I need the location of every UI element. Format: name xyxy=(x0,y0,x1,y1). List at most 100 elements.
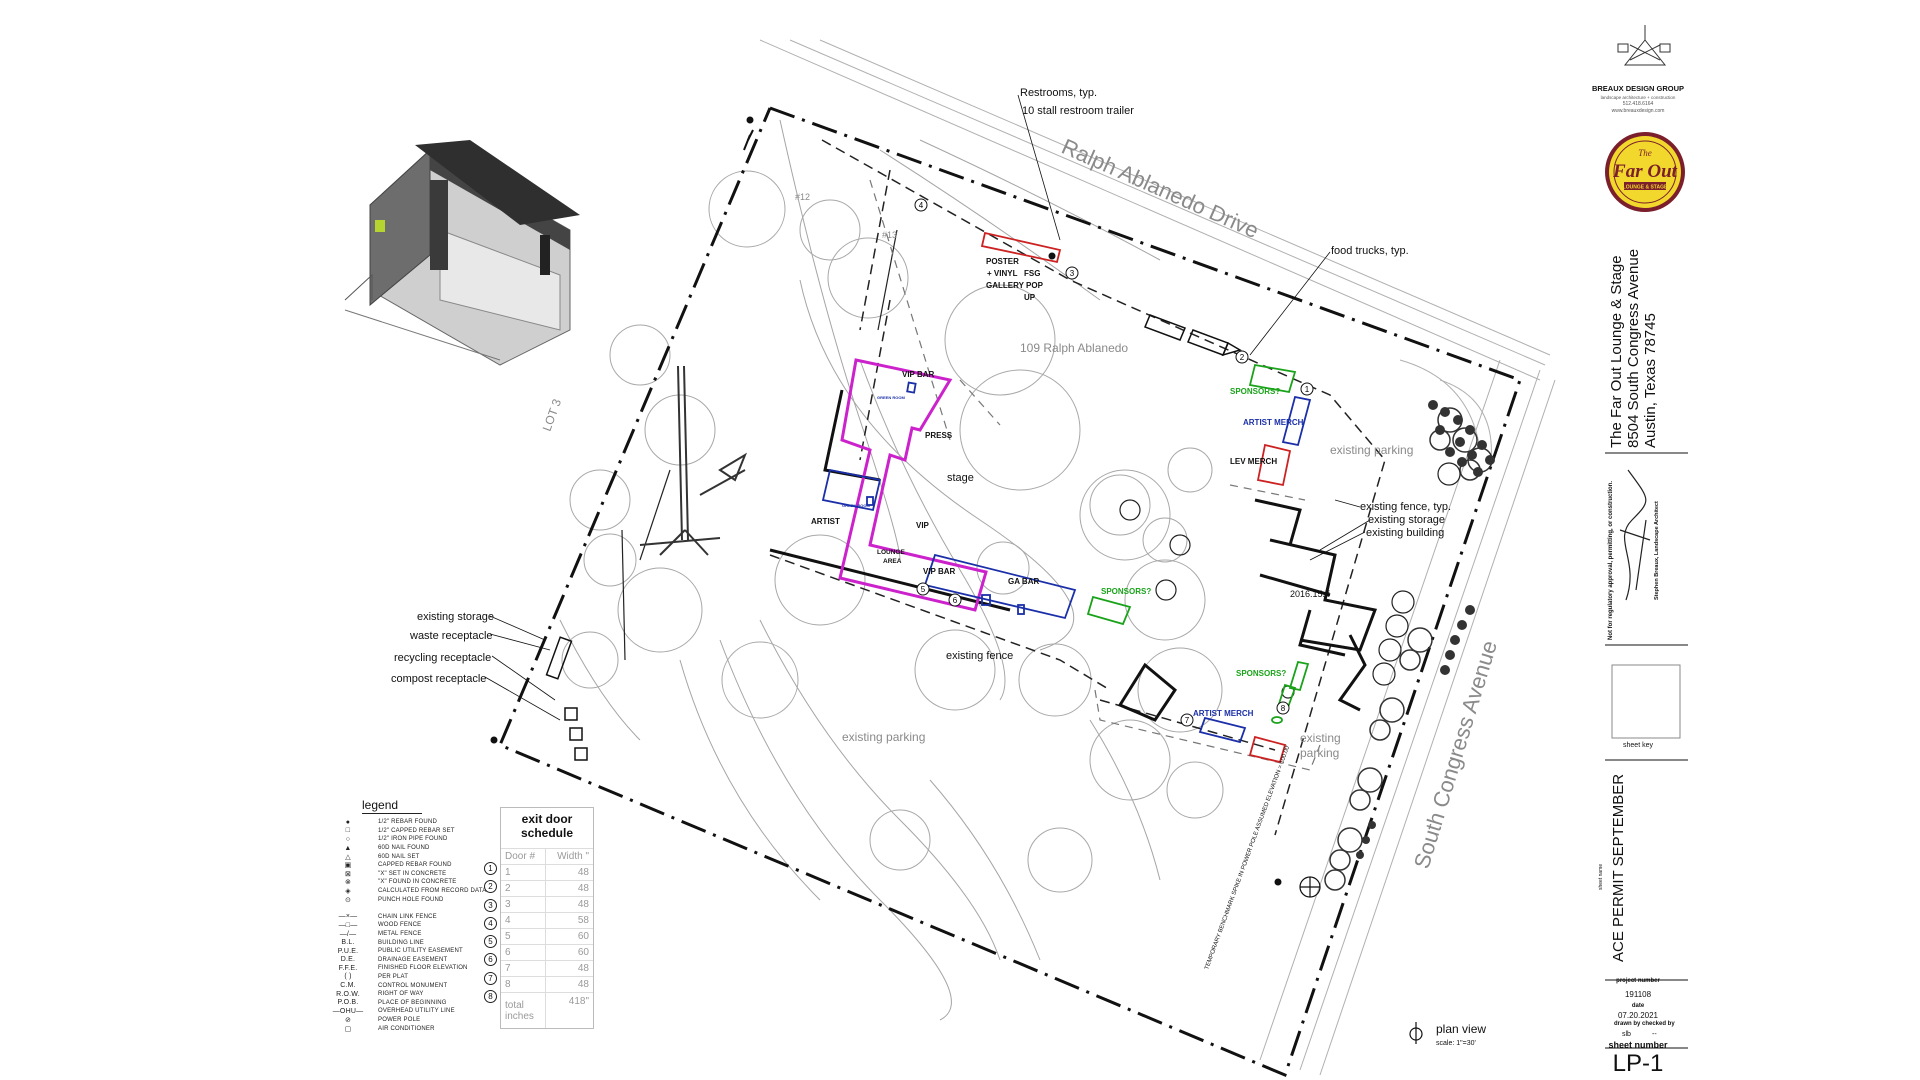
existing-fences xyxy=(769,139,1386,836)
legend-text: PLACE OF BEGINNING xyxy=(378,999,447,1006)
recycling-receptacle-label: recycling receptacle xyxy=(394,652,491,664)
tag-green-room-1: GREEN ROOM xyxy=(877,395,905,400)
tree-canopies xyxy=(561,170,1224,893)
title-block-lines xyxy=(1605,452,1688,1049)
door-circle-marker: 5 xyxy=(484,935,497,949)
legend-text: RIGHT OF WAY xyxy=(378,991,424,998)
legend-text: CHAIN LINK FENCE xyxy=(378,913,437,920)
legend-symbol: ⊘ xyxy=(344,1016,352,1024)
project-number-label: project number xyxy=(1616,978,1660,984)
plan-view-scale: scale: 1"=30' xyxy=(1436,1040,1476,1047)
restroom-trailer-label: 10 stall restroom trailer xyxy=(1022,105,1134,117)
door-marker-4: 4 xyxy=(914,198,928,212)
legend-item: B.L.BUILDING LINE xyxy=(318,938,518,947)
existing-fence-label: existing fence, typ. xyxy=(1360,501,1451,513)
legend-text: 60D NAIL FOUND xyxy=(378,845,430,852)
col-width: Width " xyxy=(545,848,593,865)
legend-item: △60D NAIL SET xyxy=(318,852,518,861)
legend-text: CAPPED REBAR FOUND xyxy=(378,862,452,869)
legend-symbol: F.F.E. xyxy=(338,964,358,972)
legend-item: —/—METAL FENCE xyxy=(318,930,518,939)
legend-symbol: —□— xyxy=(338,921,358,929)
not-for-regulatory: Not for regulatory approval, permitting,… xyxy=(1608,480,1614,640)
food-trucks xyxy=(545,314,1242,761)
restrooms-label: Restrooms, typ. xyxy=(1020,87,1097,99)
legend-symbol: P.O.B. xyxy=(337,999,359,1007)
signature xyxy=(1619,469,1651,601)
svg-text:The: The xyxy=(1638,148,1652,158)
tag-vip-bar: VIP BAR xyxy=(923,567,956,576)
legend-rows: ●1/2" REBAR FOUND□1/2" CAPPED REBAR SET○… xyxy=(318,818,518,1033)
door-width: 60 xyxy=(545,928,593,945)
red-outlines xyxy=(980,231,1292,764)
legend-symbol: —OHU— xyxy=(332,1007,364,1015)
legend-item: ◈CALCULATED FROM RECORD DATA xyxy=(318,887,518,896)
door-schedule-title-2: schedule xyxy=(520,826,574,840)
street-name-east: South Congress Avenue xyxy=(1409,638,1502,872)
cluster-trees xyxy=(1356,400,1495,859)
door-circle-marker: 7 xyxy=(484,971,497,985)
tag-vip: VIP xyxy=(916,521,930,530)
legend-symbol: —×— xyxy=(338,913,358,921)
door-schedule-title-1: exit door xyxy=(521,812,573,826)
benchmark-pole xyxy=(1299,876,1321,898)
tag-sponsors-1: SPONSORS? xyxy=(1230,387,1280,396)
leader-lines xyxy=(484,94,1371,721)
svg-text:7: 7 xyxy=(1185,716,1190,725)
property-boundary xyxy=(498,106,1522,1078)
existing-storage-w-label: existing storage xyxy=(417,611,494,623)
tree-13-label: #13 xyxy=(882,230,897,240)
door-marker-1: 1 xyxy=(1300,382,1314,396)
tag-green-room-2: GREEN ROOM xyxy=(842,503,870,508)
legend-symbol: △ xyxy=(345,853,351,861)
existing-parking-se-2: parking xyxy=(1300,746,1339,760)
legend-text: BUILDING LINE xyxy=(378,939,424,946)
legend-item: ▢AIR CONDITIONER xyxy=(318,1024,518,1033)
tag-gallery: GALLERY POP xyxy=(986,281,1044,290)
legend-text: "X" FOUND IN CONCRETE xyxy=(378,879,457,886)
legend-text: METAL FENCE xyxy=(378,931,422,938)
door-marker-3: 3 xyxy=(1065,266,1079,280)
legend-item: ⊙PUNCH HOLE FOUND xyxy=(318,895,518,904)
vip-area-outline xyxy=(838,358,988,612)
tag-vinyl: + VINYL xyxy=(987,269,1018,278)
legend-text: WOOD FENCE xyxy=(378,922,422,929)
contour-lines xyxy=(559,119,1161,1021)
legend-text: 1/2" REBAR FOUND xyxy=(378,819,438,826)
total-value: 418" xyxy=(545,992,593,1028)
lot-label: LOT 3 xyxy=(540,397,565,433)
svg-text:5: 5 xyxy=(921,585,926,594)
firm-phone: 512.418.6164 xyxy=(1622,101,1654,107)
legend-item: —□— WOOD FENCE xyxy=(318,921,518,930)
door-number: 3 xyxy=(501,896,546,913)
firm-web: www.breauxdesign.com xyxy=(1611,108,1665,114)
door-marker-6: 6 xyxy=(948,593,962,607)
tree-12-label: #12 xyxy=(795,192,810,202)
door-width: 48 xyxy=(545,864,593,881)
legend-item: ●1/2" REBAR FOUND xyxy=(318,818,518,827)
stage-label: stage xyxy=(947,472,974,484)
program-tags: POSTER + VINYL GALLERY POP UP FSG VIP BA… xyxy=(811,257,1304,718)
legend-symbol: D.E. xyxy=(340,956,356,964)
legend-symbol: □ xyxy=(345,827,351,835)
svg-text:1: 1 xyxy=(1305,385,1310,394)
legend-item: R.O.W.RIGHT OF WAY xyxy=(318,990,518,999)
title-block: BREAUX DESIGN GROUP landscape architectu… xyxy=(1588,0,1688,1080)
blue-outlines xyxy=(821,381,1312,744)
tag-artist: ARTIST xyxy=(811,517,840,526)
checked-by: -- xyxy=(1652,1031,1657,1038)
sheet-name: ACE PERMIT SEPTEMBER xyxy=(1610,773,1627,962)
street-name-north: Ralph Ablanedo Drive xyxy=(1058,134,1263,243)
truss-tower xyxy=(639,365,748,556)
door-circle-marker: 3 xyxy=(484,898,497,912)
stage-render xyxy=(344,140,580,366)
door-markers: 1 2 3 4 5 6 7 8 xyxy=(914,198,1314,727)
